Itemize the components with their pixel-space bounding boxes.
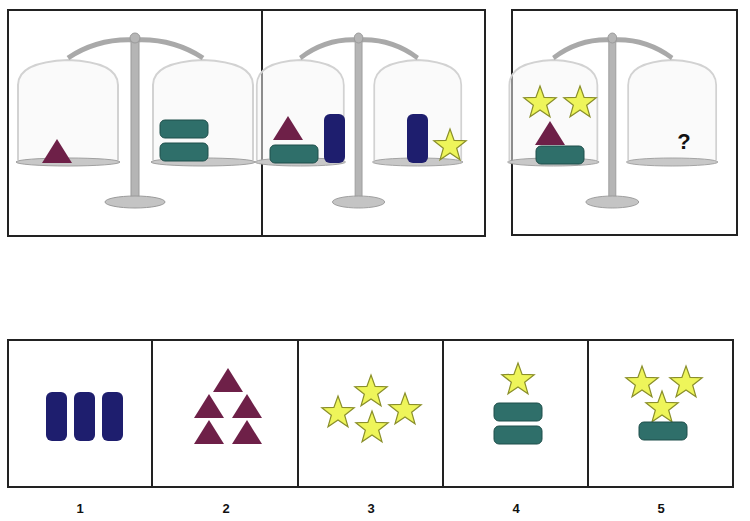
option-number: 3 — [367, 502, 374, 515]
option-number: 1 — [76, 502, 83, 515]
option-number: 2 — [222, 502, 229, 515]
unknown-mark: ? — [677, 131, 690, 153]
option-number: 5 — [657, 502, 664, 515]
option-number: 4 — [512, 502, 519, 515]
